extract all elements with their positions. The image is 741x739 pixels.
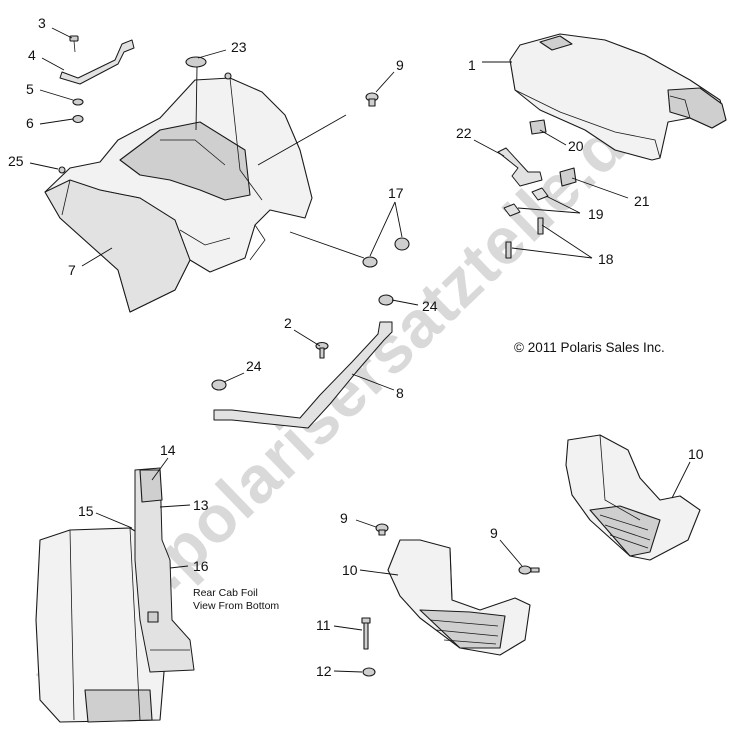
callout-1: 1	[468, 57, 476, 73]
callout-9-mid: 9	[340, 510, 348, 526]
seat-part-1	[509, 33, 727, 161]
plug-part-24-lower	[211, 379, 227, 391]
callout-3: 3	[38, 15, 46, 31]
callout-12: 12	[316, 663, 332, 679]
callout-17: 17	[388, 185, 404, 201]
callout-24-upper: 24	[422, 298, 438, 314]
callout-16: 16	[193, 558, 209, 574]
callout-14: 14	[160, 442, 176, 458]
note-line-1: Rear Cab Foil	[193, 587, 258, 599]
callout-2: 2	[284, 315, 292, 331]
cap-part-23	[185, 56, 207, 68]
callout-8: 8	[396, 385, 404, 401]
rear-cab-note: Rear Cab Foil View From Bottom	[193, 587, 279, 612]
rivet-part-9-top	[365, 92, 379, 107]
plug-part-24-upper	[378, 294, 394, 306]
callout-21: 21	[634, 193, 650, 209]
callout-5: 5	[26, 81, 34, 97]
callout-19: 19	[588, 206, 604, 222]
note-line-2: View From Bottom	[193, 600, 279, 612]
nut-part-12	[362, 667, 376, 677]
copyright-text: © 2011 Polaris Sales Inc.	[514, 340, 665, 355]
rear-cab-panel	[35, 467, 195, 723]
callout-13: 13	[193, 497, 209, 513]
bolt-part-3	[69, 35, 79, 53]
callout-20: 20	[568, 138, 584, 154]
callout-9-right: 9	[490, 525, 498, 541]
callout-22: 22	[456, 125, 472, 141]
latch-part-22	[497, 147, 543, 187]
bumper-part-20	[529, 119, 547, 135]
footwell-part-10-left	[387, 539, 531, 656]
callout-9-top: 9	[396, 57, 404, 73]
callout-7: 7	[68, 262, 76, 278]
bolt-part-2	[315, 341, 329, 359]
spring-part-21	[559, 167, 577, 187]
callout-18: 18	[598, 251, 614, 267]
callout-23: 23	[231, 39, 247, 55]
clip-part-19	[503, 187, 549, 217]
washer-part-5	[72, 98, 84, 106]
fastener-rack-top	[224, 72, 232, 80]
grommet-part-17	[362, 237, 410, 268]
callouts: 3 4 5 6 25 7 23 9 17 1 22 20 21 19 18 24…	[8, 15, 704, 679]
rivet-part-9-mid	[375, 523, 389, 536]
footwell-part-10-right	[565, 434, 701, 561]
leader-lines	[29, 27, 691, 673]
bolt-part-11	[361, 617, 371, 650]
brace-part-8	[213, 321, 393, 429]
callout-11: 11	[316, 617, 331, 633]
callout-15: 15	[78, 503, 94, 519]
callout-6: 6	[26, 115, 34, 131]
callout-24-lower: 24	[246, 358, 262, 374]
callout-10-right: 10	[688, 446, 704, 462]
callout-4: 4	[28, 47, 36, 63]
rod-bracket-part-4	[59, 39, 135, 85]
callout-10-left: 10	[342, 562, 358, 578]
rivet-part-9-right	[518, 565, 540, 575]
rear-fender-part-7	[44, 77, 313, 313]
nut-part-6	[72, 114, 84, 124]
fastener-part-25	[58, 166, 66, 174]
callout-25: 25	[8, 153, 24, 169]
